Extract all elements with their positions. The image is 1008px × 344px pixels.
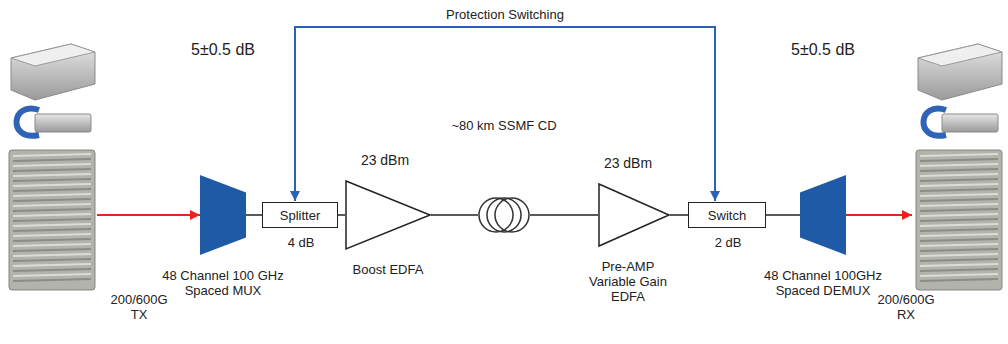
annotation-text: 5±0.5 dB [191, 40, 255, 59]
node-label: Splitter [280, 208, 320, 223]
annotation-text: Boost EDFA [353, 262, 424, 277]
annotation-text: Pre-AMP Variable Gain EDFA [582, 259, 674, 304]
signal-line [97, 210, 200, 220]
annotation-text: 5±0.5 dB [791, 40, 855, 59]
amplifier-triangle: 23 dBmPre-AMP Variable Gain EDFA [598, 183, 670, 247]
signal-line [766, 215, 800, 216]
signal-line [246, 215, 262, 216]
signal-line [338, 215, 345, 216]
fiber-coil: ~80 km SSMF CD [478, 190, 530, 240]
mux-block: 5±0.5 dB48 Channel 100 GHz Spaced MUX [200, 175, 246, 255]
mux-block-outline [200, 175, 246, 255]
transceiver-illustration [912, 40, 1004, 292]
demux-block: 5±0.5 dB48 Channel 100GHz Spaced DEMUX [800, 175, 846, 255]
edge-label: Protection Switching [443, 7, 567, 22]
splitter-box: Splitter4 dB [262, 202, 338, 228]
annotation-text: ~80 km SSMF CD [451, 118, 556, 133]
annotation-text: 48 Channel 100GHz Spaced DEMUX [759, 268, 887, 298]
transceiver-illustration [5, 40, 97, 292]
annotation-text: 2 dB [715, 235, 742, 250]
node-label: Switch [708, 208, 746, 223]
annotation-text: 200/600G RX [870, 292, 942, 322]
annotation-text: 23 dBm [604, 155, 652, 172]
amplifier-triangle-outline [598, 183, 670, 247]
demux-block-outline [800, 175, 846, 255]
protection-link [290, 27, 720, 201]
fiber-coil-outline [478, 190, 530, 240]
switch-box: Switch2 dB [688, 202, 766, 228]
signal-line [431, 215, 478, 216]
annotation-text: 4 dB [288, 235, 315, 250]
annotation-text: 200/600G TX [103, 292, 175, 322]
transceiver-module: 200/600G TX [5, 40, 97, 292]
annotation-text: 48 Channel 100 GHz Spaced MUX [159, 268, 287, 298]
signal-line [530, 215, 598, 216]
transceiver-module: 200/600G RX [912, 40, 1004, 292]
amplifier-triangle-outline [345, 180, 431, 250]
amplifier-triangle: 23 dBmBoost EDFA [345, 180, 431, 250]
signal-line [846, 210, 912, 220]
signal-line [670, 215, 688, 216]
annotation-text: 23 dBm [361, 152, 409, 169]
